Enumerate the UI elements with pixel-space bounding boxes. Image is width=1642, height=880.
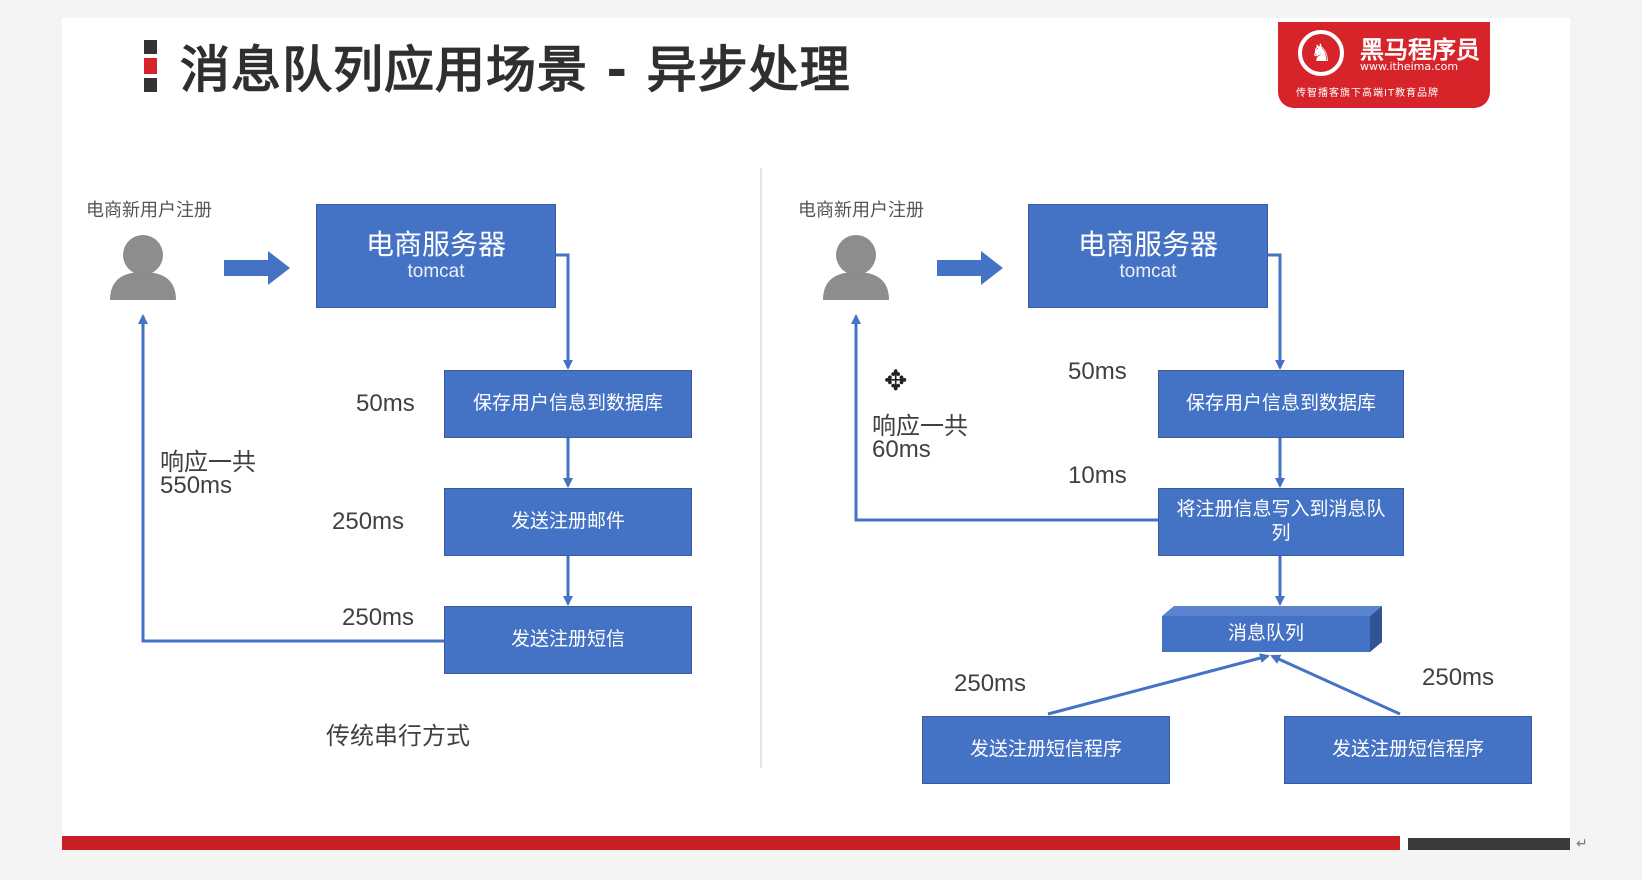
step-time: 10ms (1068, 462, 1127, 489)
step-box: 保存用户信息到数据库 (1158, 370, 1404, 438)
person-icon (823, 235, 889, 300)
message-queue-shape (1162, 606, 1382, 652)
step-time: 250ms (332, 508, 405, 535)
step-box: 保存用户信息到数据库 (444, 370, 692, 438)
server-subtitle: tomcat (407, 261, 465, 282)
logo-slogan: 传智播客旗下高端IT教育品牌 (1296, 88, 1440, 99)
person-icon (110, 235, 176, 300)
step-time: 250ms (342, 604, 415, 631)
user-label: 电商新用户注册 (798, 200, 924, 220)
consumer-box: 发送注册短信程序 (1284, 716, 1532, 784)
mouse-cursor-icon: ✥ (884, 364, 908, 397)
horse-logo-icon: ♞ (1298, 30, 1344, 76)
server-title: 电商服务器 (365, 229, 506, 260)
logo-url: www.itheima.com (1360, 60, 1459, 73)
right-arrow-icon (937, 251, 1003, 285)
step-box: 发送注册短信 (444, 606, 692, 674)
step-time: 50ms (1068, 358, 1127, 385)
response-total-value: 550ms (160, 472, 233, 499)
consumer-time: 250ms (954, 670, 1027, 697)
server-box: 电商服务器 tomcat (1028, 204, 1268, 308)
server-box: 电商服务器 tomcat (316, 204, 556, 308)
server-subtitle: tomcat (1119, 261, 1177, 282)
diagram-divider (760, 168, 762, 768)
response-total-label: 响应一共 (160, 449, 256, 476)
step-box: 发送注册邮件 (444, 488, 692, 556)
message-queue-label: 消息队列 (1227, 623, 1304, 644)
step-time: 50ms (356, 390, 415, 417)
response-total-label: 响应一共 (872, 413, 968, 440)
title-marker (144, 40, 157, 92)
diagram-caption: 传统串行方式 (326, 723, 470, 750)
slide-title: 消息队列应用场景 - 异步处理 (180, 41, 851, 99)
user-label: 电商新用户注册 (86, 200, 212, 220)
return-mark: ↵ (1576, 836, 1588, 852)
right-arrow-icon (224, 251, 290, 285)
consumer-box: 发送注册短信程序 (922, 716, 1170, 784)
brand-logo: ♞ 黑马程序员 www.itheima.com 传智播客旗下高端IT教育品牌 (1278, 22, 1490, 108)
footer-bar-red (62, 836, 1400, 850)
response-total-value: 60ms (872, 436, 931, 463)
footer-bar-dark (1408, 838, 1570, 850)
logo-name: 黑马程序员 (1360, 36, 1480, 64)
step-box: 将注册信息写入到消息队列 (1158, 488, 1404, 556)
consumer-time: 250ms (1422, 664, 1495, 691)
server-title: 电商服务器 (1077, 229, 1218, 260)
